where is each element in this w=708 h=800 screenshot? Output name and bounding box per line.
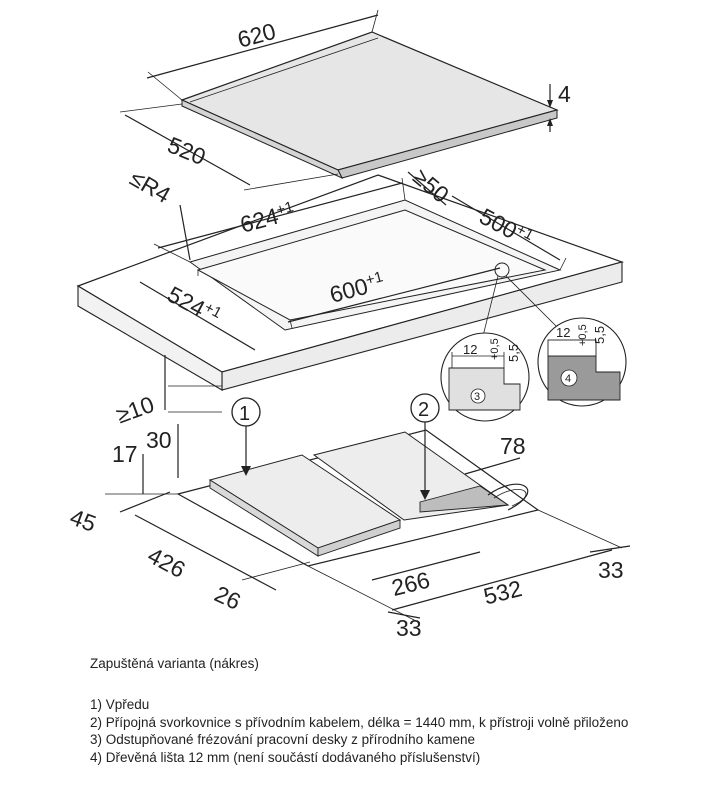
dim-33-right: 33 — [537, 509, 631, 583]
detail-4-height: 5,5 — [592, 326, 607, 344]
callout-2-label: 2 — [418, 399, 429, 421]
caption-item-3: 3) Odstupňované frézování pracovní desky… — [90, 732, 475, 747]
detail-4-label: 4 — [565, 373, 571, 385]
dim-30: 30 — [146, 424, 179, 478]
hob-panel — [180, 31, 559, 180]
dim-33-right-label: 33 — [598, 557, 624, 583]
dim-hob-width-label: 620 — [235, 18, 279, 53]
detail-3-height: 5,5 — [506, 344, 521, 362]
dim-26: 26 — [211, 561, 311, 615]
dim-33-bottom-label: 33 — [396, 615, 422, 640]
dim-30-label: 30 — [146, 427, 172, 453]
dim-17: 17 — [112, 441, 144, 494]
dim-33-bottom: 33 — [307, 565, 422, 640]
dim-266: 266 — [371, 551, 481, 602]
detail-zoom-marker — [481, 262, 561, 341]
dim-hob-depth-label: 520 — [164, 132, 209, 170]
caption-item-4: 4) Dřevěná lišta 12 mm (není součástí do… — [90, 749, 481, 765]
dim-45-label: 45 — [67, 504, 100, 537]
detail-3-label: 3 — [474, 391, 480, 403]
caption-list: 1) Vpředu 2) Přípojná svorkovnice s přív… — [90, 696, 628, 766]
dim-hob-depth: 520 — [119, 103, 339, 191]
callout-1: 1 — [231, 397, 261, 476]
dim-worktop-min-label: ≥10 — [113, 391, 158, 429]
detail-3-tol: +0,5 — [489, 338, 501, 360]
dim-17-label: 17 — [112, 441, 138, 467]
detail-3-width: 12 — [463, 342, 477, 357]
dim-cutout-width: 600+1 — [287, 267, 501, 323]
appliance-underside — [176, 429, 540, 567]
dim-266-label: 266 — [389, 567, 433, 602]
caption-title: Zapuštěná varianta (nákres) — [90, 656, 259, 671]
dim-532-label: 532 — [481, 575, 525, 610]
caption-item-1: 1) Vpředu — [90, 697, 150, 712]
dim-hob-thickness-label: 4 — [558, 81, 571, 107]
dim-78: 78 — [464, 433, 526, 475]
dim-78-label: 78 — [500, 433, 526, 459]
installation-diagram: 620 520 4 ≤R4 ≥50 — [67, 9, 631, 640]
detail-4-width: 12 — [556, 325, 570, 340]
callout-1-label: 1 — [239, 403, 250, 425]
dim-hob-thickness: 4 — [547, 81, 571, 132]
dim-26-label: 26 — [211, 580, 245, 614]
dim-corner-radius-label: ≤R4 — [126, 165, 176, 209]
caption-item-2: 2) Přípojná svorkovnice s přívodním kabe… — [90, 714, 629, 730]
detail-4-circle: 12 +0,5 5,5 4 — [537, 317, 627, 407]
worktop — [76, 174, 624, 391]
detail-3-circle: 12 +0,5 5,5 3 — [440, 332, 530, 422]
dim-45: 45 — [67, 491, 178, 537]
dim-426-label: 426 — [144, 542, 190, 583]
callout-2: 2 — [410, 393, 440, 500]
detail-4-tol: +0,5 — [577, 324, 589, 346]
